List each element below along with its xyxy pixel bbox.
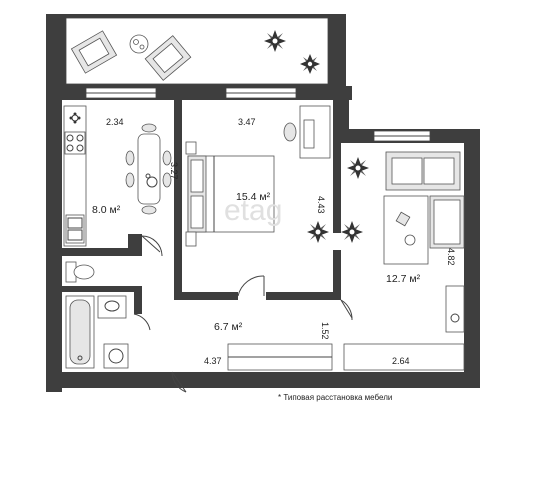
furniture-note: * Типовая расстановка мебели [278,393,392,402]
bedroom: etag 3.47 4.43 15.4 м² [185,105,331,297]
living-room: 4.82 12.7 м² [340,151,465,333]
corridor-dimension: 2.64 [392,356,410,366]
hall-dimension: 4.37 [204,356,222,366]
balcony-side-table [129,34,149,54]
bedroom-area: 15.4 м² [236,191,271,203]
stove-icon [64,131,86,155]
watermark: etag [224,194,282,227]
kitchen-dimension: 2.34 [106,117,124,127]
desk [283,105,331,159]
washbasin [97,295,127,319]
balcony-plant-2 [300,54,320,74]
armchair [429,195,465,249]
coffee-table [383,195,429,265]
bedroom-plant [307,221,329,243]
living-plant-1 [347,157,369,179]
toilet-icon [65,261,95,283]
windows [85,87,431,142]
dining-table [125,123,172,215]
hall-dimension-side: 1.52 [320,322,330,340]
kitchen: 2.34 3.27 8.0 м² [63,105,179,257]
balcony-armchair-right [144,35,192,81]
living-dimension-side: 4.82 [446,248,456,266]
balcony [46,14,346,88]
bedroom-dimension-side: 4.43 [316,196,326,214]
corridor: 2.64 [343,343,465,371]
balcony-plant-1 [264,30,286,52]
sofa [385,151,461,191]
tv-cabinet [445,285,465,333]
living-area: 12.7 м² [386,273,421,285]
washing-machine [103,343,129,369]
interior-walls [62,100,341,314]
sink-icon [65,214,85,244]
hall-area: 6.7 м² [214,321,243,333]
bathroom [65,261,151,369]
living-plant-2 [341,221,363,243]
kitchen-area: 8.0 м² [92,204,121,216]
bathtub [65,295,95,369]
bedroom-dimension: 3.47 [238,117,256,127]
hall: 6.7 м² 4.37 1.52 [171,321,333,393]
kitchen-dimension-side: 3.27 [169,162,179,180]
bed [185,141,275,247]
balcony-armchair-left [70,30,118,74]
kitchen-flower-icon [69,112,81,124]
